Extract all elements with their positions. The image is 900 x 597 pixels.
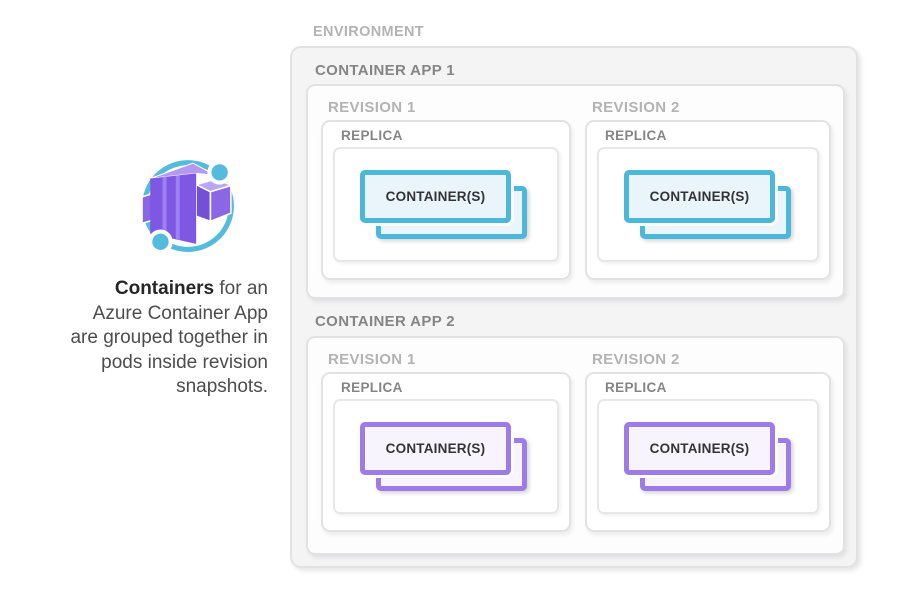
container-card-label: CONTAINER(S) bbox=[385, 189, 486, 204]
container-card: CONTAINER(S) bbox=[360, 422, 511, 475]
pod-box: CONTAINER(S) bbox=[597, 399, 819, 514]
container-stack: CONTAINER(S) bbox=[624, 422, 791, 491]
revision-2-column: REVISION 2 REPLICA CONTAINER(S) bbox=[585, 99, 831, 280]
pod-box: CONTAINER(S) bbox=[333, 399, 559, 514]
container-app-2-box: REVISION 1 REPLICA CONTAINER(S) REVISION bbox=[306, 336, 845, 555]
container-stack: CONTAINER(S) bbox=[360, 170, 527, 239]
replica-label: REPLICA bbox=[341, 128, 403, 143]
environment-label: ENVIRONMENT bbox=[313, 24, 424, 40]
pod-box: CONTAINER(S) bbox=[333, 147, 559, 262]
revision-label: REVISION 1 bbox=[328, 99, 416, 116]
revision-1-column: REVISION 1 REPLICA CONTAINER(S) bbox=[321, 351, 571, 532]
caption-line: pods inside revision bbox=[101, 351, 268, 373]
replica-label: REPLICA bbox=[341, 380, 403, 395]
revision-label: REVISION 1 bbox=[328, 351, 416, 368]
environment-box: CONTAINER APP 1 REVISION 1 REPLICA CONTA… bbox=[290, 46, 858, 568]
replica-label: REPLICA bbox=[605, 380, 667, 395]
container-card: CONTAINER(S) bbox=[360, 170, 511, 223]
revision-box: REPLICA CONTAINER(S) bbox=[321, 372, 571, 532]
container-stack: CONTAINER(S) bbox=[624, 170, 791, 239]
azure-container-apps-icon bbox=[141, 160, 234, 253]
container-app-1-label: CONTAINER APP 1 bbox=[315, 62, 455, 79]
revision-label: REVISION 2 bbox=[592, 351, 680, 368]
revision-label: REVISION 2 bbox=[592, 99, 680, 116]
container-card-label: CONTAINER(S) bbox=[385, 441, 486, 456]
caption-line: are grouped together in bbox=[70, 327, 268, 348]
container-app-2-label: CONTAINER APP 2 bbox=[315, 313, 455, 330]
caption-line: Azure Container App bbox=[92, 302, 268, 324]
revision-box: REPLICA CONTAINER(S) bbox=[321, 120, 571, 280]
revision-2-column: REVISION 2 REPLICA CONTAINER(S) bbox=[585, 351, 831, 532]
caption-line: snapshots. bbox=[176, 376, 268, 397]
caption-text: Containers for an Azure Container App ar… bbox=[0, 277, 268, 400]
container-card: CONTAINER(S) bbox=[624, 170, 775, 223]
container-card-label: CONTAINER(S) bbox=[649, 189, 750, 204]
caption-line: Containers for an bbox=[114, 278, 268, 299]
revision-box: REPLICA CONTAINER(S) bbox=[585, 120, 831, 280]
container-card-label: CONTAINER(S) bbox=[649, 441, 750, 456]
container-stack: CONTAINER(S) bbox=[360, 422, 527, 491]
revision-1-column: REVISION 1 REPLICA CONTAINER(S) bbox=[321, 99, 571, 280]
container-card: CONTAINER(S) bbox=[624, 422, 775, 475]
replica-label: REPLICA bbox=[605, 128, 667, 143]
pod-box: CONTAINER(S) bbox=[597, 147, 819, 262]
revision-box: REPLICA CONTAINER(S) bbox=[585, 372, 831, 532]
container-app-1-box: REVISION 1 REPLICA CONTAINER(S) REVISION bbox=[306, 84, 845, 299]
